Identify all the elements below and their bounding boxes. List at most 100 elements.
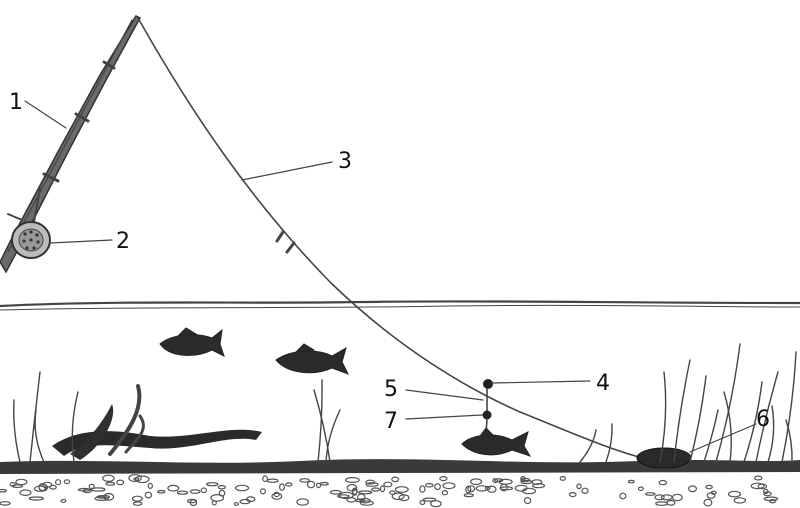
pebble — [733, 497, 747, 504]
weed-stalk — [579, 429, 597, 463]
pebble — [103, 492, 115, 501]
number-labels: 1 2 3 4 5 6 7 — [9, 90, 770, 434]
pebble — [763, 491, 772, 497]
pebble — [486, 485, 497, 493]
pebble — [144, 491, 153, 499]
label-2: 2 — [116, 229, 130, 254]
pebble — [218, 489, 226, 497]
pebble — [94, 496, 109, 502]
pebble — [358, 490, 373, 495]
pebble — [96, 495, 111, 499]
pebble — [441, 490, 449, 496]
pebble — [271, 492, 283, 500]
pebble — [33, 485, 46, 492]
pebble — [520, 476, 526, 481]
bait-fish — [461, 427, 532, 457]
pebble — [352, 488, 358, 496]
pebble — [273, 491, 280, 498]
pebble — [383, 481, 393, 488]
sinker — [636, 447, 692, 469]
pebble — [658, 479, 668, 486]
pebble — [245, 496, 256, 503]
pebble — [102, 474, 115, 482]
weed-stalk — [767, 405, 775, 463]
pebble — [279, 483, 286, 491]
pebble — [434, 483, 441, 491]
pebble — [157, 489, 166, 494]
pebble — [419, 499, 426, 506]
pebble — [422, 497, 437, 502]
pebble — [54, 479, 62, 486]
label-leaders — [24, 100, 757, 453]
pebble — [176, 490, 189, 495]
pebble — [200, 487, 207, 494]
pebble — [430, 500, 442, 508]
pebble — [637, 486, 644, 492]
pebble — [234, 484, 250, 492]
weed-stalk — [703, 409, 719, 463]
weed-stalk — [781, 351, 797, 463]
pebble — [703, 498, 713, 507]
pebble — [262, 475, 269, 483]
weed-stalk — [755, 371, 779, 463]
pebble — [424, 482, 434, 488]
pebble — [15, 478, 28, 486]
pebble — [133, 477, 140, 481]
pebble — [346, 483, 358, 492]
pebble — [28, 496, 45, 501]
pebble — [344, 477, 360, 484]
weed-stalk — [673, 359, 691, 463]
pebble — [660, 494, 673, 501]
pebble — [514, 484, 528, 492]
weed-stalk — [313, 389, 331, 463]
pebble — [463, 493, 474, 498]
pebble — [266, 478, 279, 483]
pebble — [627, 479, 635, 484]
pebble — [42, 481, 53, 488]
pebble — [105, 481, 116, 486]
weed-stalk — [317, 379, 323, 463]
pebble — [365, 479, 376, 485]
pebble — [394, 486, 409, 493]
pebble — [306, 480, 316, 489]
pebble — [299, 478, 310, 483]
pebble — [568, 492, 577, 498]
pebble — [619, 492, 627, 500]
pebble — [492, 478, 499, 484]
pebble — [706, 492, 716, 499]
weed-stalk — [13, 399, 21, 463]
water-surface — [0, 300, 800, 311]
pebble — [763, 496, 779, 502]
pebble — [0, 501, 11, 506]
pebble — [499, 486, 514, 491]
pebble — [0, 488, 7, 493]
fish-left — [159, 327, 225, 357]
pebble — [284, 482, 293, 487]
pebble — [315, 482, 322, 489]
pebble — [768, 499, 777, 504]
pebble — [531, 483, 546, 489]
pebble — [260, 488, 267, 495]
pebble — [644, 492, 656, 496]
weed-stalk — [743, 381, 763, 463]
pebble — [467, 485, 476, 493]
pebble — [576, 483, 582, 490]
leader-rig — [482, 379, 493, 435]
pebble — [520, 479, 533, 485]
pebble — [559, 475, 567, 481]
pebble — [210, 494, 225, 502]
pebble — [498, 478, 513, 485]
weed-stalk — [723, 391, 732, 463]
weed-stalk — [71, 391, 79, 463]
pebble — [135, 475, 150, 484]
weed-stalk — [659, 371, 667, 463]
pebble — [523, 497, 532, 505]
pebble — [581, 487, 589, 494]
pebble — [128, 474, 142, 483]
pebble — [9, 481, 16, 487]
pebble — [233, 502, 240, 506]
pebble — [19, 489, 32, 497]
pebble — [355, 498, 365, 503]
pebble — [336, 494, 350, 499]
